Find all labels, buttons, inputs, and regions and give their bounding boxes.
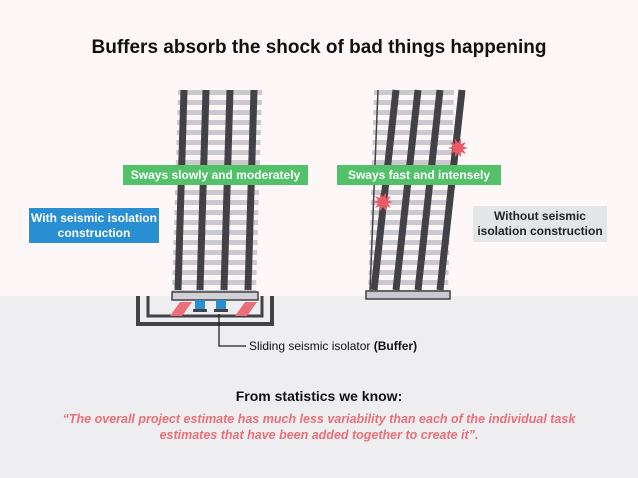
without-isolation-label: Without seismic isolation construction bbox=[473, 206, 607, 242]
right-column bbox=[392, 89, 422, 291]
sliding-isolator-right-pad bbox=[235, 302, 257, 316]
right-floor-slab bbox=[374, 90, 454, 95]
right-floor-slab bbox=[371, 190, 451, 195]
stats-heading: From statistics we know: bbox=[235, 388, 403, 404]
left-building-floors bbox=[172, 90, 262, 295]
sliding-isolator-left-pad bbox=[170, 302, 192, 316]
right-column bbox=[370, 89, 400, 291]
left-floor-slab bbox=[172, 260, 257, 265]
left-column bbox=[174, 89, 188, 291]
right-floor-slab bbox=[368, 270, 449, 275]
right-floor-slab bbox=[368, 280, 449, 285]
isolator-bearing-1 bbox=[195, 300, 205, 309]
left-floor-slab bbox=[177, 110, 262, 115]
right-floor-slab bbox=[370, 220, 451, 225]
left-floor-slab bbox=[174, 200, 259, 205]
isolation-foundation bbox=[136, 291, 274, 347]
isolator-bearing-1-base bbox=[193, 309, 207, 312]
isolator-label-text: Sliding seismic isolator bbox=[249, 339, 371, 353]
left-floor-slab bbox=[176, 150, 261, 155]
left-floor-slab bbox=[175, 160, 260, 165]
left-floor-slab bbox=[173, 250, 258, 255]
left-floor-slab bbox=[177, 120, 262, 125]
isolator-bearing-2-base bbox=[214, 309, 228, 312]
left-floor-slab bbox=[176, 130, 261, 135]
page-title: Buffers absorb the shock of bad things h… bbox=[91, 37, 547, 58]
right-building bbox=[365, 89, 468, 300]
right-floor-slab bbox=[370, 200, 451, 205]
right-column bbox=[414, 89, 444, 291]
stress-burst-icon bbox=[448, 138, 468, 158]
right-column bbox=[436, 89, 466, 291]
foundation-pit bbox=[136, 296, 274, 326]
isolator-label-buffer: (Buffer) bbox=[373, 339, 418, 353]
right-floor-slab bbox=[369, 250, 450, 255]
left-floor-slab bbox=[177, 100, 262, 105]
right-floor-slab bbox=[370, 210, 451, 215]
right-building-columns bbox=[369, 89, 466, 291]
stats-quote: “The overall project estimate has much l… bbox=[62, 412, 576, 442]
left-floor-slab bbox=[175, 190, 259, 195]
left-floor-slab bbox=[174, 220, 259, 225]
right-sway-label: Sways fast and intensely bbox=[337, 165, 501, 185]
with-isolation-label: With seismic isolation construction bbox=[29, 208, 159, 243]
right-outline bbox=[369, 89, 379, 291]
left-building bbox=[172, 89, 262, 295]
left-floor-slab bbox=[174, 210, 259, 215]
isolator-label: Sliding seismic isolator (Buffer) bbox=[249, 339, 417, 353]
building-base-plate bbox=[171, 291, 259, 301]
left-floor-slab bbox=[172, 280, 257, 285]
left-column bbox=[220, 89, 234, 291]
left-building-columns bbox=[174, 89, 258, 291]
isolator-bearing-2 bbox=[216, 300, 226, 309]
left-floor-slab bbox=[178, 90, 262, 95]
left-column bbox=[244, 89, 258, 291]
ground-area bbox=[0, 296, 638, 478]
foundation-pit-inner bbox=[146, 296, 264, 318]
left-floor-slab bbox=[173, 230, 258, 235]
left-column bbox=[196, 89, 210, 291]
right-floor-slab bbox=[368, 260, 449, 265]
isolator-callout-line bbox=[218, 314, 246, 347]
left-sway-label: Sways slowly and moderately bbox=[123, 165, 308, 185]
right-floor-slab bbox=[369, 240, 450, 245]
left-floor-slab bbox=[176, 140, 261, 145]
right-floor-slab bbox=[369, 230, 450, 235]
right-building-base bbox=[365, 290, 451, 300]
left-floor-slab bbox=[173, 240, 258, 245]
stress-burst-icon bbox=[373, 192, 393, 212]
left-floor-slab bbox=[172, 270, 257, 275]
